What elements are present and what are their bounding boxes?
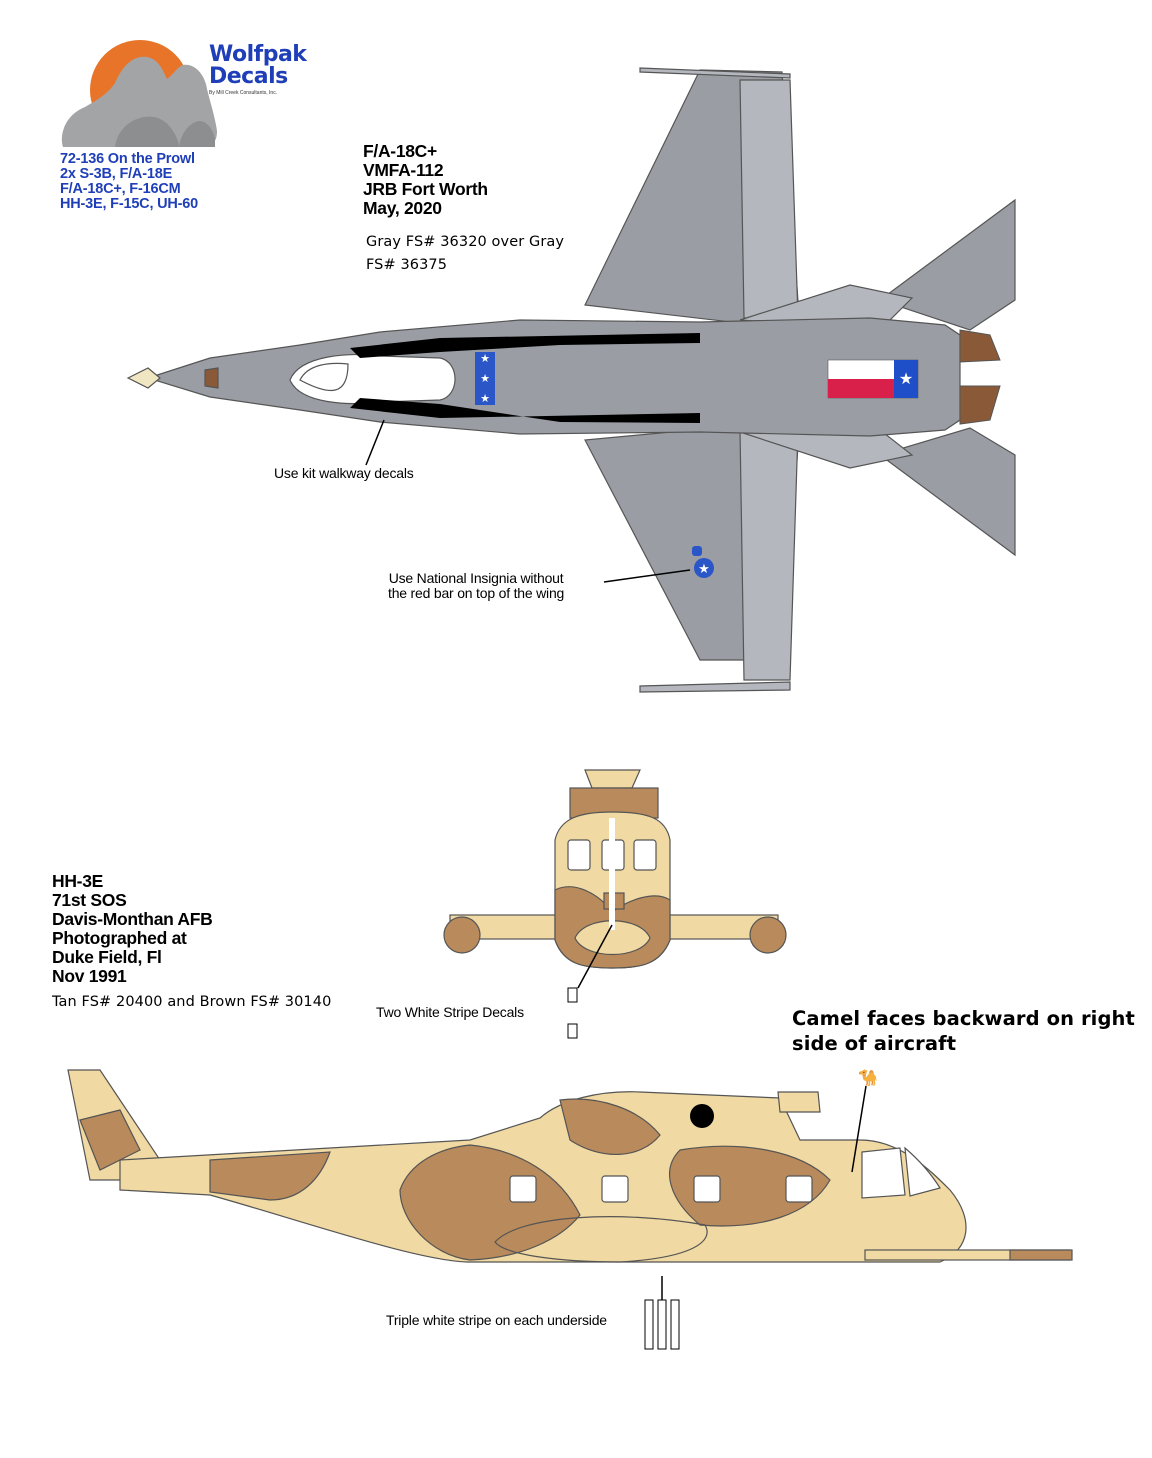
fa18-walkway-upper (350, 333, 700, 358)
heading-line: Nov 1991 (52, 966, 127, 986)
logo-sun-wolves-icon (61, 40, 218, 148)
stripe-decal-sample (567, 987, 578, 1003)
svg-text:★: ★ (899, 371, 913, 388)
triple-stripe-sample (644, 1299, 654, 1350)
paint-line: FS# 36375 (366, 257, 448, 273)
fa18-lower-stabilator (878, 427, 1016, 557)
fa18-paint-note: Gray FS# 36320 over Gray FS# 36375 (366, 231, 564, 277)
heading-line: VMFA-112 (363, 160, 444, 180)
product-list: 72-136 On the Prowl 2x S-3B, F/A-18E F/A… (60, 152, 198, 212)
heading-line: Duke Field, Fl (52, 947, 162, 967)
fa18-texas-flag: ★ (827, 359, 919, 399)
fa18-walkway-lower (350, 398, 700, 423)
leader-walkway (365, 419, 385, 466)
fa18-upper-stabilator (878, 198, 1016, 331)
note-line: Camel faces backward on right (792, 1007, 1135, 1030)
fa18-exhaust-lower (959, 385, 1001, 425)
stripe-decal-sample (567, 1023, 578, 1039)
product-line: 72-136 On the Prowl (60, 151, 195, 167)
note-line: the red bar on top of the wing (388, 585, 565, 601)
brand-name-line1: Wolfpak (209, 42, 307, 67)
stripe-note: Two White Stripe Decals (376, 1004, 524, 1020)
fa18-exhaust-upper (959, 329, 1001, 363)
heading-line: Photographed at (52, 928, 187, 948)
svg-text:★: ★ (480, 393, 490, 405)
svg-text:★: ★ (698, 561, 710, 576)
heading-line: JRB Fort Worth (363, 179, 488, 199)
brand-name-line2: Decals (209, 64, 288, 89)
insignia-note: Use National Insignia without the red ba… (388, 571, 564, 601)
leader-camel (851, 1085, 867, 1173)
walkway-note: Use kit walkway decals (274, 465, 414, 481)
brand-tagline: By Mill Creek Consultants, Inc. (209, 90, 278, 96)
product-line: F/A-18C+, F-16CM (60, 181, 181, 197)
hh3-paint-note: Tan FS# 20400 and Brown FS# 30140 (52, 994, 332, 1010)
fa18-fuselage (146, 317, 961, 437)
heading-line: Davis-Monthan AFB (52, 909, 213, 929)
fa18-heading: F/A-18C+ VMFA-112 JRB Fort Worth May, 20… (363, 142, 488, 218)
triple-stripe-sample (670, 1299, 680, 1350)
hh3-heading: HH-3E 71st SOS Davis-Monthan AFB Photogr… (52, 872, 213, 986)
leader-stripes (577, 924, 613, 989)
triple-stripe-sample (657, 1299, 667, 1350)
note-line: side of aircraft (792, 1032, 957, 1055)
heading-line: HH-3E (52, 871, 104, 891)
hh3-front-stripe (609, 818, 615, 930)
product-line: HH-3E, F-15C, UH-60 (60, 196, 199, 212)
product-line: 2x S-3B, F/A-18E (60, 166, 173, 182)
wolfpak-logo: Wolfpak Decals By Mill Creek Consultants… (40, 30, 340, 150)
triple-stripe-note: Triple white stripe on each underside (386, 1312, 607, 1328)
fa18-nose-cone (126, 367, 161, 389)
camel-note: Camel faces backward on right side of ai… (792, 1006, 1135, 1056)
paint-line: Gray FS# 36320 over Gray (366, 234, 565, 250)
note-line: Use National Insignia without (388, 570, 564, 586)
fa18-wing-insignia: ★ (692, 546, 714, 578)
leader-insignia (603, 569, 691, 583)
camel-icon: 🐪 (858, 1069, 878, 1087)
fa18-blue-band (475, 352, 495, 405)
hh3-exhaust-port (690, 1104, 714, 1128)
svg-text:★: ★ (480, 353, 490, 365)
brand-name: Wolfpak Decals (209, 42, 307, 89)
svg-text:★: ★ (480, 373, 490, 385)
heading-line: 71st SOS (52, 890, 127, 910)
heading-line: May, 2020 (363, 198, 442, 218)
heading-line: F/A-18C+ (363, 141, 437, 161)
fa18-top-view: ★ ★ ★ ★ ★ (126, 67, 1016, 693)
